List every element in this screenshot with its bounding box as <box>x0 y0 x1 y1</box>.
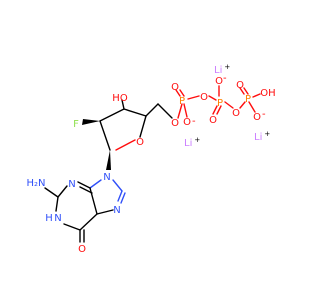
atom-p2-anion-oxygen: O <box>215 76 223 87</box>
atom-link-oxygen-3: O <box>232 108 240 119</box>
atom-p3-double-oxygen: O <box>236 80 244 91</box>
bond-c3-oh <box>121 99 125 110</box>
lithium-ion-2-symbol: Li <box>184 138 192 149</box>
charge-p3-minus: - <box>262 109 266 120</box>
bond-c1-c2 <box>99 120 111 151</box>
bond-p3-odbl-2 <box>243 87 249 95</box>
bond-c2-n1 <box>55 196 59 212</box>
bond-p2-odbl <box>212 105 218 115</box>
bond-n7-c5 <box>96 209 114 215</box>
atom-link-oxygen-1: O <box>171 118 179 129</box>
bond-o-c1 <box>115 139 136 151</box>
atom-hydroxyl-3: HO <box>112 93 128 104</box>
bond-p2-odbl-2 <box>216 105 222 115</box>
atom-p1-anion-oxygen: O <box>183 117 191 128</box>
bond-p3-oneg <box>248 101 256 113</box>
bond-olink-p3 <box>239 101 246 109</box>
bond-n9-c8 <box>112 179 123 192</box>
atom-phosphorus-3: P <box>245 94 251 105</box>
bond-p1-odbl-2 <box>179 89 185 97</box>
atom-p3-anion-oxygen: O <box>253 112 261 123</box>
bond-c2-nh2 <box>44 187 59 198</box>
bond-p3-oh <box>252 93 261 98</box>
bond-p1-odbl <box>175 89 181 97</box>
molecule-structure-diagram: O HO F O P O O - O P O - O O P O OH O - … <box>26 63 275 255</box>
atom-ring-oxygen: O <box>136 137 144 148</box>
lithium-ion-2-charge: + <box>194 136 200 144</box>
bond-c4-n3-dbl <box>79 186 93 194</box>
atom-phosphorus-2: P <box>217 98 223 109</box>
bond-c8-n7-dbl <box>120 192 126 204</box>
bond-p3-odbl <box>239 87 245 95</box>
atom-p1-double-oxygen: O <box>171 82 179 93</box>
atom-phosphorus-1: P <box>179 96 185 107</box>
bond-c4-n3 <box>77 181 91 189</box>
atom-n7: N <box>113 205 120 216</box>
lithium-ion-3: Li+ <box>254 130 270 143</box>
bonds <box>44 85 261 243</box>
lithium-ion-1: Li+ <box>214 63 230 76</box>
bond-c2-c3 <box>99 108 125 122</box>
atom-amino-group: H₂N <box>26 178 45 189</box>
lithium-ion-1-symbol: Li <box>214 65 222 76</box>
bond-olink-p2 <box>208 95 217 101</box>
atom-link-oxygen-2: O <box>200 92 208 103</box>
atom-n1-hydrogen: H <box>45 213 53 224</box>
bond-n3-c2 <box>57 185 68 198</box>
bond-o-p1 <box>177 103 183 119</box>
bond-n1-c6 <box>63 223 81 231</box>
atom-fluorine: F <box>73 119 79 130</box>
bond-n9-c4 <box>89 179 102 189</box>
atom-carbonyl-oxygen: O <box>78 244 86 255</box>
bond-p1-olink <box>187 95 200 100</box>
bond-c3-c4 <box>123 108 147 117</box>
lithium-ion-2: Li+ <box>184 136 200 149</box>
bond-p1-oneg <box>183 103 188 118</box>
bond-c6-c5 <box>79 213 98 231</box>
atom-p2-double-oxygen: O <box>209 115 217 126</box>
lithium-ion-3-symbol: Li <box>254 132 262 143</box>
bond-c1-n9 <box>106 150 111 170</box>
atom-n1: N <box>54 213 61 224</box>
counterions: Li+ Li+ Li+ <box>184 63 270 149</box>
atom-n9: N <box>103 172 110 183</box>
atom-n3: N <box>68 179 75 190</box>
bond-c5-o <box>157 103 173 119</box>
atom-labels: O HO F O P O O - O P O - O O P O OH O - … <box>26 73 275 255</box>
bond-c4-o <box>139 115 147 138</box>
lithium-ion-3-charge: + <box>264 130 270 138</box>
charge-p1-minus: - <box>192 116 196 127</box>
bond-c8-n7 <box>117 190 123 202</box>
bond-p2-olink <box>224 101 234 109</box>
charge-p2-minus: - <box>223 73 227 84</box>
lithium-ion-1-charge: + <box>224 63 230 71</box>
bond-c4-c5 <box>145 103 159 117</box>
bond-c2-f <box>82 119 100 125</box>
atom-p3-hydroxyl: OH <box>260 88 275 99</box>
